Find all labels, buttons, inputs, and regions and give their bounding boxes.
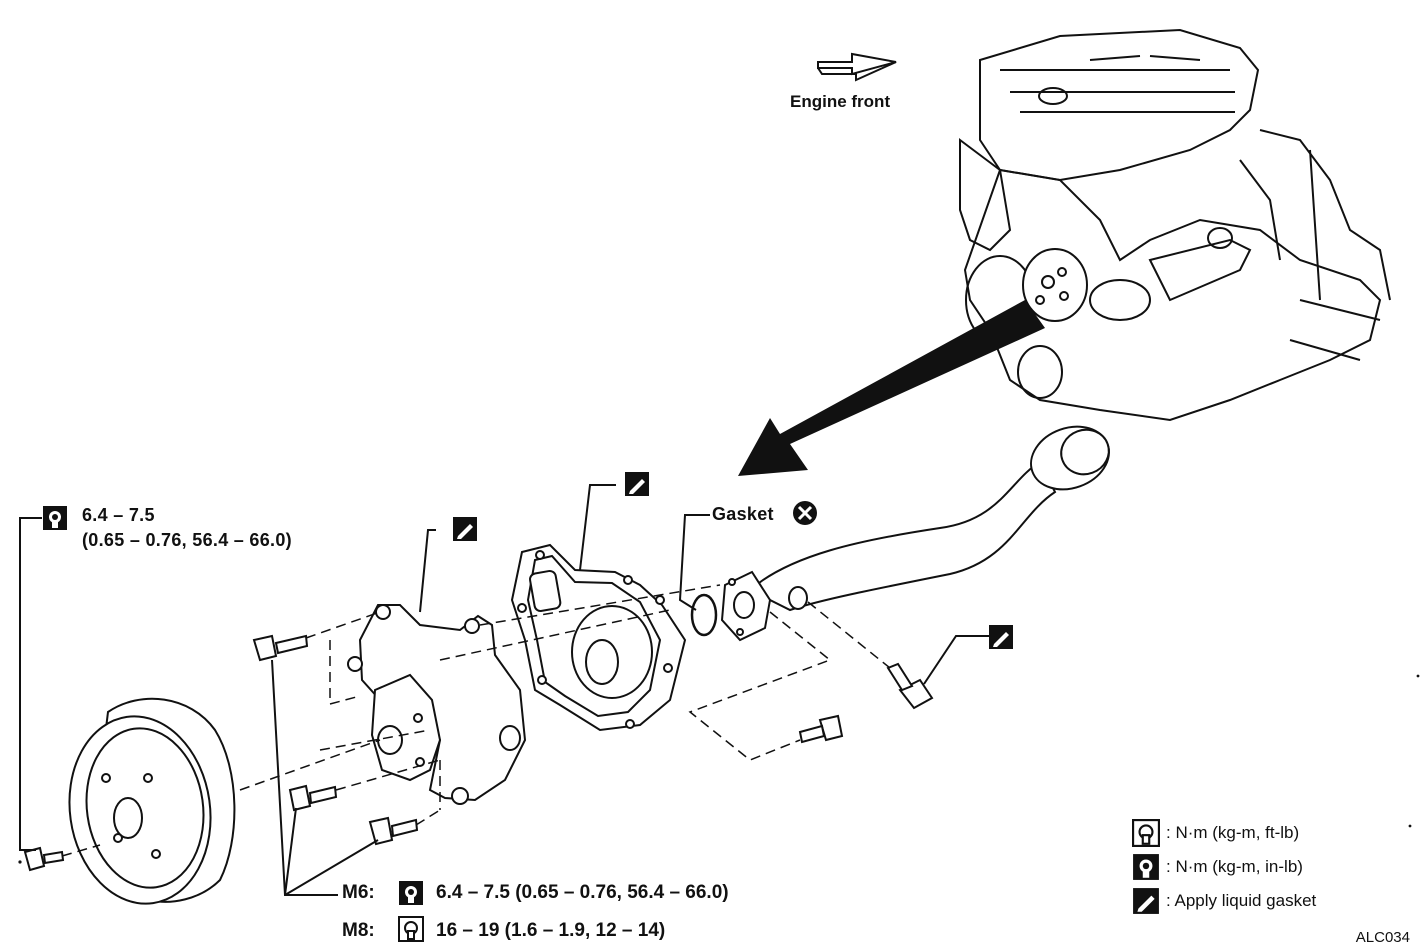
m6-prefix: M6: (342, 882, 375, 903)
legend-label: : N·m (kg-m, in-lb) (1166, 857, 1303, 876)
pump-bolt-3 (368, 816, 419, 846)
bolts (23, 634, 934, 872)
pulley-torque-value: 6.4 – 7.5 (82, 505, 155, 525)
liquid-gasket-icon (1132, 887, 1160, 915)
torque-wrench-filled-icon (42, 505, 68, 531)
engine-block (959, 28, 1391, 422)
water-pump-on-engine (1022, 248, 1088, 322)
legend-row-ft-lb: : N·m (kg-m, ft-lb) (1132, 818, 1299, 848)
torque-wrench-icon (1132, 819, 1160, 847)
torque-wrench-filled-icon (1132, 853, 1160, 881)
location-arrow (738, 300, 1045, 476)
legend-label: : Apply liquid gasket (1166, 891, 1317, 910)
o-ring (690, 593, 718, 637)
m8-prefix: M8: (342, 920, 375, 941)
pipe-bolt-1 (886, 662, 934, 710)
legend-label: : N·m (kg-m, ft-lb) (1166, 823, 1300, 842)
alignment-lines (61, 584, 891, 857)
water-pump (347, 604, 527, 805)
gasket-label: Gasket (712, 504, 774, 524)
water-pump-pulley (68, 697, 236, 905)
coolant-pipe (720, 425, 1110, 642)
liquid-gasket-icon (988, 624, 1014, 650)
liquid-gasket-icon (452, 516, 478, 542)
torque-wrench-icon (398, 916, 424, 942)
engine-front-arrow (817, 52, 897, 82)
m6-torque: 6.4 – 7.5 (0.65 – 0.76, 56.4 – 66.0) (436, 882, 729, 903)
pump-bolt-1 (252, 634, 309, 662)
m8-torque: 16 – 19 (1.6 – 1.9, 12 – 14) (436, 920, 666, 941)
pulley-bolt (23, 846, 65, 872)
pump-housing (510, 543, 687, 732)
leader-lines (19, 484, 990, 896)
torque-wrench-filled-icon (398, 880, 424, 906)
pulley-torque-units: (0.65 – 0.76, 56.4 – 66.0) (82, 530, 292, 550)
reference-code: ALC034 (1355, 929, 1410, 946)
legend-row-liquid-gasket: : Apply liquid gasket (1132, 886, 1316, 916)
pipe-bolt-2 (798, 714, 844, 744)
replace-part-icon (792, 500, 818, 526)
legend-row-in-lb: : N·m (kg-m, in-lb) (1132, 852, 1303, 882)
pump-bolt-2 (288, 784, 338, 812)
liquid-gasket-icon (624, 471, 650, 497)
engine-front-label: Engine front (790, 92, 891, 111)
